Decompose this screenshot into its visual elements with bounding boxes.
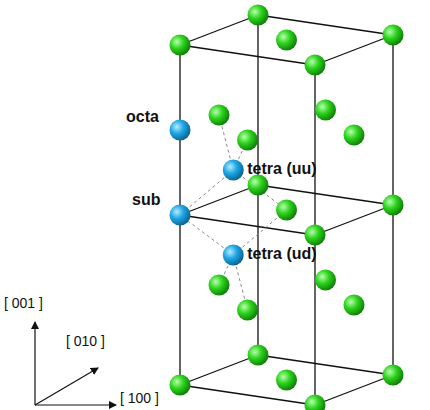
host-atom (209, 105, 230, 126)
cell-edge (315, 205, 393, 235)
cell-edge (315, 375, 393, 405)
host-atom (248, 5, 269, 26)
site-label: sub (132, 191, 160, 209)
solute-atom (223, 245, 244, 266)
host-atom (276, 200, 297, 221)
host-atom (383, 365, 404, 386)
cell-edge (180, 215, 315, 235)
axis-label: [ 100 ] (120, 391, 159, 406)
host-atom (305, 395, 326, 410)
host-atom (237, 130, 258, 151)
axis-label: [ 001 ] (4, 296, 43, 311)
axis-label: [ 010 ] (66, 334, 105, 349)
host-atom (383, 25, 404, 46)
host-atom (305, 225, 326, 246)
cell-edge (315, 35, 393, 65)
host-atom (209, 275, 230, 296)
host-atom (276, 370, 297, 391)
host-atom (315, 100, 336, 121)
cell-edge (180, 355, 258, 385)
cell-edge (258, 185, 393, 205)
site-label: tetra (ud) (247, 245, 316, 263)
solute-atom (170, 120, 191, 141)
host-atom (248, 345, 269, 366)
host-atom (248, 175, 269, 196)
cell-edge (180, 185, 258, 215)
host-atom (170, 35, 191, 56)
host-atom (170, 375, 191, 396)
cell-edge (258, 15, 393, 35)
cell-edge (258, 355, 393, 375)
host-atom (315, 270, 336, 291)
host-atom (305, 55, 326, 76)
cell-edge (180, 15, 258, 45)
cell-edge (180, 385, 315, 405)
site-label: octa (126, 108, 159, 126)
host-atom (237, 300, 258, 321)
cell-edge (180, 45, 315, 65)
host-atom (344, 295, 365, 316)
site-label: tetra (uu) (247, 160, 316, 178)
host-atom (344, 125, 365, 146)
host-atom (383, 195, 404, 216)
solute-atom (170, 205, 191, 226)
host-atom (276, 30, 297, 51)
axis-arrows (35, 322, 116, 405)
solute-atom (223, 160, 244, 181)
